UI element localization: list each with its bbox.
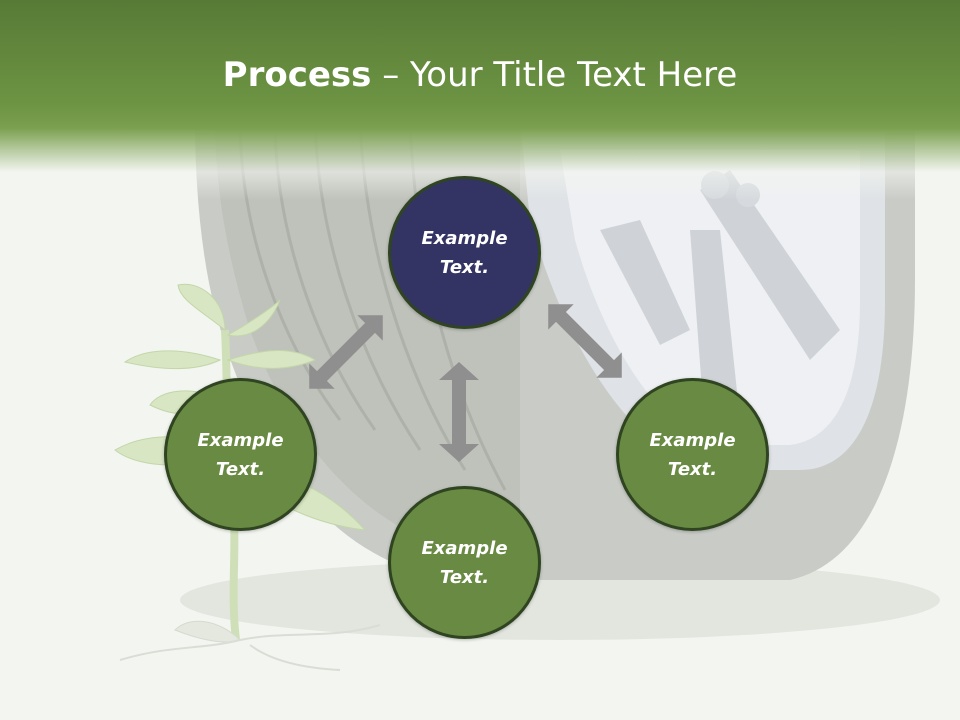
double-arrow-icon-right — [548, 304, 622, 378]
process-node-right[interactable]: Example Text. — [616, 378, 769, 531]
process-node-bottom-label: Example Text. — [421, 537, 508, 588]
slide-title: Process – Your Title Text Here — [0, 50, 960, 100]
title-bold: Process — [222, 55, 372, 95]
process-node-top-label: Example Text. — [421, 227, 508, 278]
title-rest: Your Title Text Here — [410, 55, 738, 95]
process-node-left[interactable]: Example Text. — [164, 378, 317, 531]
process-node-left-label: Example Text. — [197, 429, 284, 480]
double-arrow-icon-left — [309, 315, 383, 389]
process-node-right-label: Example Text. — [649, 429, 736, 480]
process-node-top[interactable]: Example Text. — [388, 176, 541, 329]
double-arrow-icon-center — [439, 362, 479, 462]
process-node-bottom[interactable]: Example Text. — [388, 486, 541, 639]
title-bar — [0, 0, 960, 200]
title-separator: – — [371, 55, 411, 95]
ground-cracks — [119, 624, 381, 671]
